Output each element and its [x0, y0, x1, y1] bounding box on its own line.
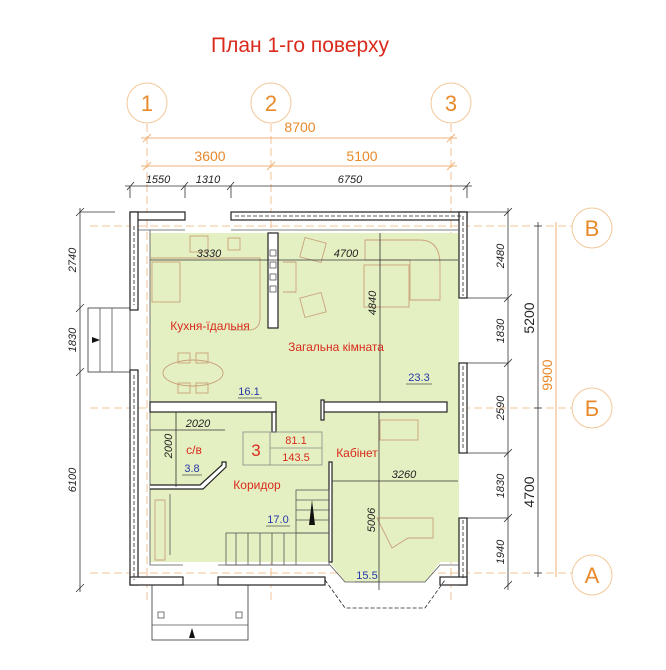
area-summary: 3 81.1 143.5: [242, 431, 323, 466]
svg-text:1940: 1940: [495, 539, 507, 564]
svg-text:Б: Б: [585, 396, 599, 421]
svg-text:4700: 4700: [334, 248, 359, 260]
svg-text:9900: 9900: [539, 359, 555, 390]
svg-text:2740: 2740: [67, 247, 79, 273]
svg-text:3.8: 3.8: [184, 463, 199, 475]
room-corridor: Коридор 17.0: [233, 478, 290, 527]
svg-text:1550: 1550: [146, 174, 171, 186]
svg-text:2590: 2590: [495, 395, 507, 421]
axis-bubble-b: Б: [571, 387, 613, 429]
svg-text:15.5: 15.5: [356, 570, 377, 582]
svg-text:4840: 4840: [367, 290, 379, 315]
sofa-icon: [364, 239, 441, 301]
svg-text:Кабінет: Кабінет: [336, 446, 378, 460]
living-area: 81.1: [285, 435, 306, 447]
total-area: 143.5: [282, 452, 310, 464]
stove-icon: [189, 235, 209, 253]
axis-bubble-1: 1: [126, 82, 168, 124]
svg-text:8700: 8700: [284, 119, 315, 135]
floor-area: [150, 233, 459, 582]
rooms-count: 3: [251, 441, 260, 460]
svg-text:16.1: 16.1: [238, 386, 259, 398]
interior-dimensions: 3330 4700 4840 2020 2000 3260 5006: [150, 233, 458, 590]
svg-text:1830: 1830: [495, 318, 507, 343]
svg-text:3260: 3260: [392, 469, 417, 481]
desk-icon: [376, 517, 434, 549]
axis-bubble-a: А: [571, 554, 613, 596]
svg-text:Коридор: Коридор: [233, 478, 281, 492]
svg-text:3330: 3330: [197, 248, 222, 260]
svg-text:А: А: [585, 563, 600, 588]
svg-text:2480: 2480: [495, 243, 507, 269]
plan-title: План 1-го поверху: [211, 34, 389, 57]
room-wc: с/в 3.8: [182, 443, 202, 476]
furniture: [150, 235, 441, 561]
exterior-walls: [129, 211, 468, 609]
office-sofa-icon: [379, 419, 419, 441]
side-porch: [87, 307, 131, 373]
svg-text:6100: 6100: [67, 467, 79, 492]
front-porch: [151, 584, 249, 641]
svg-text:В: В: [585, 216, 600, 241]
svg-text:3600: 3600: [194, 148, 225, 164]
svg-text:2020: 2020: [185, 418, 211, 430]
svg-text:5006: 5006: [366, 507, 378, 532]
room-kitchen: Кухня-їдальня 16.1: [170, 319, 262, 399]
svg-text:23.3: 23.3: [408, 372, 429, 384]
svg-text:5100: 5100: [346, 148, 377, 164]
svg-text:5200: 5200: [521, 302, 537, 333]
svg-text:2000: 2000: [163, 433, 175, 459]
axis-bubble-3: 3: [430, 82, 472, 124]
room-living: Загальна кімната 23.3: [288, 340, 432, 385]
svg-text:Загальна кімната: Загальна кімната: [288, 340, 384, 354]
svg-text:2: 2: [265, 91, 277, 116]
svg-text:Кухня-їдальня: Кухня-їдальня: [170, 319, 250, 333]
top-dimensions: 8700 3600 5100 1550 1310 6750: [125, 119, 472, 198]
svg-text:17.0: 17.0: [267, 514, 288, 526]
svg-text:с/в: с/в: [186, 443, 202, 457]
svg-text:4700: 4700: [521, 476, 537, 507]
svg-text:1: 1: [141, 91, 153, 116]
dining-table-icon: [162, 359, 224, 387]
right-dimensions: 2480 1830 2590 1830 1940 5200 4700 9900: [467, 207, 557, 590]
svg-text:1830: 1830: [67, 327, 79, 352]
interior-walls: [149, 232, 448, 563]
staircase: [225, 489, 330, 566]
svg-text:1310: 1310: [196, 174, 221, 186]
svg-text:1830: 1830: [495, 473, 507, 498]
svg-text:6750: 6750: [338, 174, 363, 186]
svg-text:3: 3: [445, 91, 457, 116]
sink-icon: [227, 237, 241, 251]
axis-bubble-2: 2: [250, 82, 292, 124]
room-office: Кабінет 15.5: [336, 446, 380, 583]
left-dimensions: 2740 1830 6100: [67, 207, 115, 593]
axis-bubble-v: В: [571, 207, 613, 249]
